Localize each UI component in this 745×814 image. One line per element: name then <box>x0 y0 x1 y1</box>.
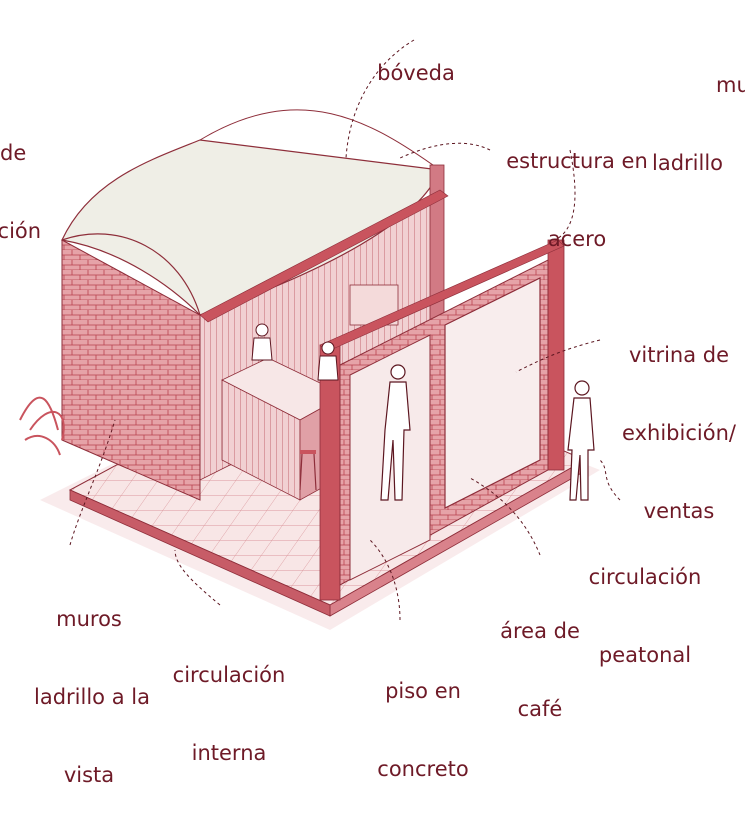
label-line: vitrina de <box>628 343 730 367</box>
label-line: circulación <box>172 663 286 687</box>
isometric-cafe-diagram <box>19 39 621 630</box>
label-boveda: bóveda <box>366 8 466 112</box>
label-line: muros <box>56 607 122 631</box>
label-line: interna <box>191 741 267 765</box>
vault-edge <box>199 109 441 171</box>
floor-edge-left <box>69 489 331 617</box>
label-line: estructura en <box>506 149 648 173</box>
stool <box>300 450 316 454</box>
label-line: piso en <box>385 679 461 703</box>
label-line: acero <box>547 227 607 251</box>
label-muros-ladrillo: muros ladrillo a la vista <box>34 554 150 814</box>
label-line: cción <box>0 219 42 243</box>
label-line: bóveda <box>377 61 455 85</box>
label-muros-top-partial: mu ladrillo <box>652 20 745 202</box>
label-line: ladrillo a la <box>34 685 150 709</box>
label-left-partial: de cción <box>0 88 76 270</box>
label-line: área de <box>500 619 580 643</box>
person-back <box>251 323 273 361</box>
label-line: concreto <box>377 757 469 781</box>
label-line: café <box>517 697 563 721</box>
plant <box>19 396 65 456</box>
left-brick-wall <box>61 239 201 501</box>
leader-lines <box>69 39 621 621</box>
label-line: exhibición/ <box>622 421 736 445</box>
label-line: mu <box>716 73 745 97</box>
label-line: circulación <box>588 565 702 589</box>
label-circulacion-interna: circulación interna <box>164 610 294 792</box>
vitrina-mullion <box>444 277 541 326</box>
roof-beam <box>199 189 449 323</box>
label-line: peatonal <box>598 643 692 667</box>
label-piso-concreto: piso en concreto <box>368 626 478 808</box>
label-line: de <box>0 141 27 165</box>
steel-column-front <box>319 344 341 601</box>
person-in-door <box>380 364 411 501</box>
stool-legs <box>299 453 317 491</box>
label-line: ladrillo <box>652 151 724 175</box>
label-line: ventas <box>643 499 715 523</box>
vault-roof <box>61 139 441 316</box>
barista <box>317 341 339 381</box>
label-estructura-acero: estructura en acero <box>492 96 662 278</box>
label-vitrina: vitrina de exhibición/ ventas <box>604 290 745 550</box>
vault-front-arch <box>61 233 201 316</box>
label-line: vista <box>63 763 115 787</box>
pedestrian <box>567 380 595 501</box>
label-circulacion-peatonal: circulación peatonal <box>570 512 720 694</box>
